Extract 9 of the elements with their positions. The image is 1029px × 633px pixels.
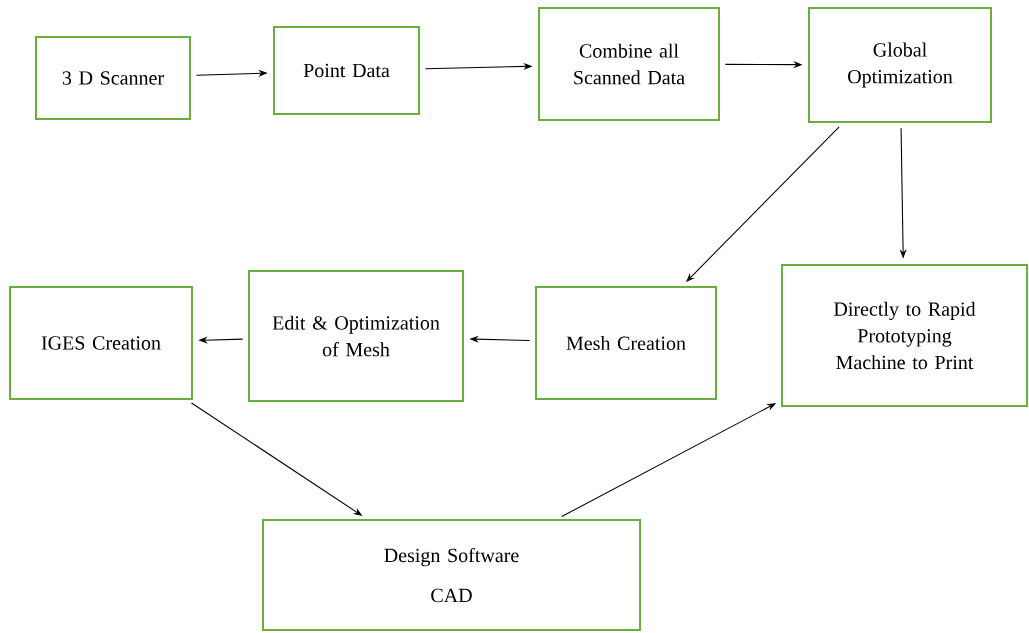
process-box: Edit & Optimization of Mesh bbox=[248, 270, 464, 402]
process-box: Combine all Scanned Data bbox=[538, 7, 720, 121]
process-box: Mesh Creation bbox=[535, 286, 717, 400]
process-box: Point Data bbox=[272, 26, 421, 115]
process-box: Global Optimization bbox=[808, 7, 992, 123]
process-box: IGES Creation bbox=[9, 286, 193, 400]
process-box: Design Software CAD bbox=[261, 519, 642, 631]
process-box: 3 D Scanner bbox=[35, 36, 191, 120]
process-box: Directly to Rapid Prototyping Machine to Print bbox=[780, 263, 1029, 408]
